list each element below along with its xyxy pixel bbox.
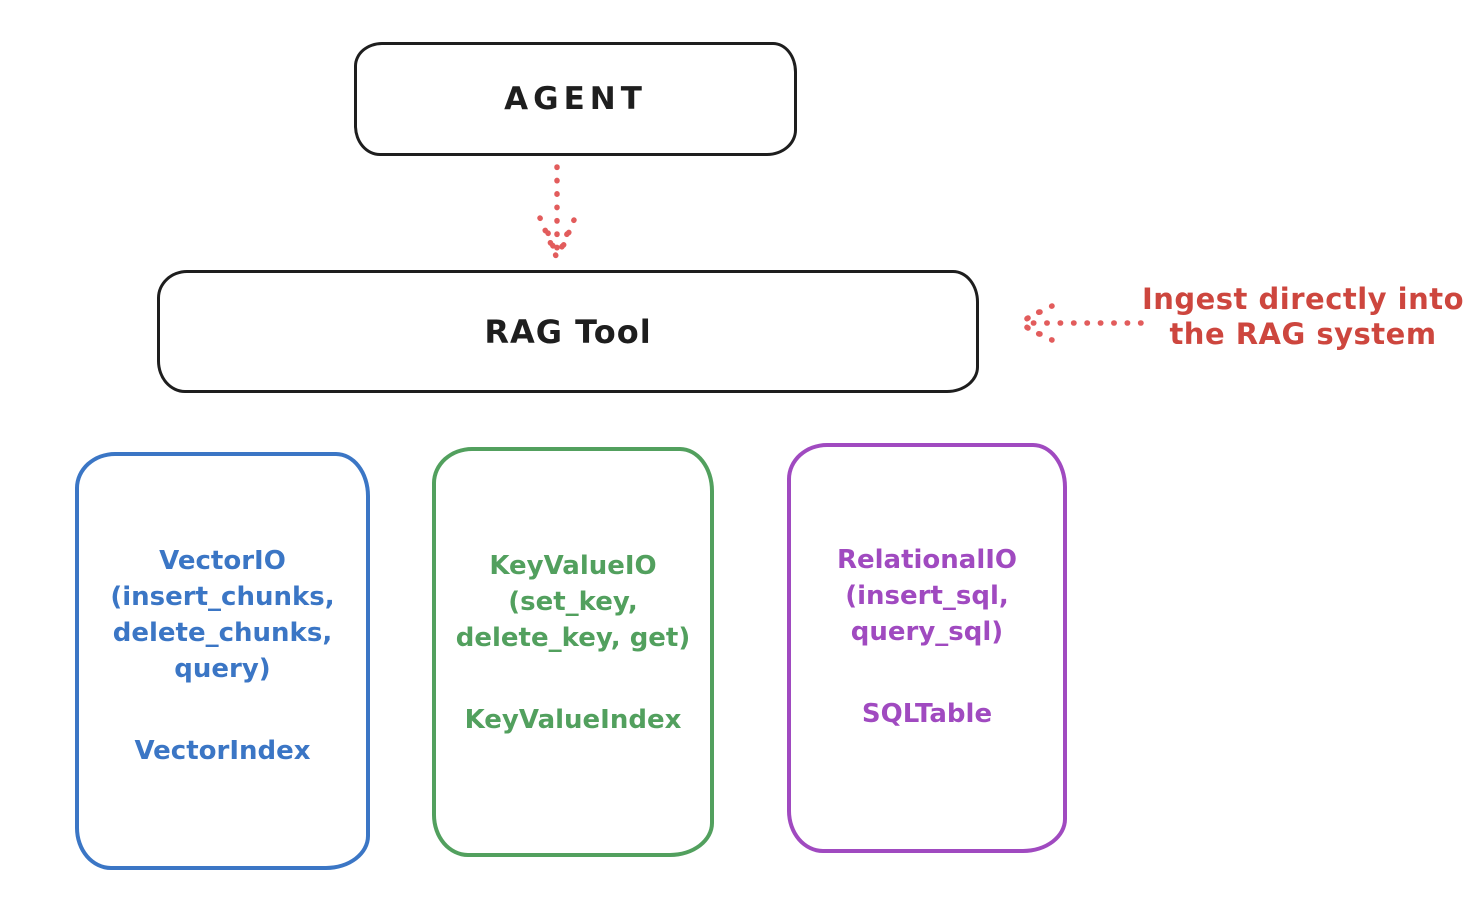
sql-table-label: SQLTable bbox=[861, 698, 993, 729]
relational-io-label: RelationalIO (insert_sql, query_sql) bbox=[836, 545, 1018, 647]
keyvalue-io-label: KeyValueIO (set_key, delete_key, get) bbox=[455, 551, 691, 653]
module-relational-io: RelationalIO (insert_sql, query_sql) SQL… bbox=[787, 443, 1067, 853]
dotted-arrow-down-icon bbox=[537, 164, 577, 259]
module-keyvalue-io: KeyValueIO (set_key, delete_key, get) Ke… bbox=[432, 447, 714, 857]
rag-tool-node: RAG Tool bbox=[157, 270, 979, 393]
keyvalue-index-label: KeyValueIndex bbox=[464, 704, 682, 735]
agent-node-label: AGENT bbox=[504, 81, 647, 117]
vector-index-label: VectorIndex bbox=[134, 735, 311, 766]
dotted-arrow-left-icon bbox=[1017, 303, 1144, 343]
vector-io-label: VectorIO (insert_chunks, delete_chunks, … bbox=[110, 546, 335, 684]
rag-tool-node-label: RAG Tool bbox=[484, 312, 652, 351]
module-vector-io: VectorIO (insert_chunks, delete_chunks, … bbox=[75, 452, 370, 870]
agent-node: AGENT bbox=[354, 42, 797, 156]
ingest-annotation: Ingest directly into the RAG system bbox=[1141, 282, 1465, 352]
